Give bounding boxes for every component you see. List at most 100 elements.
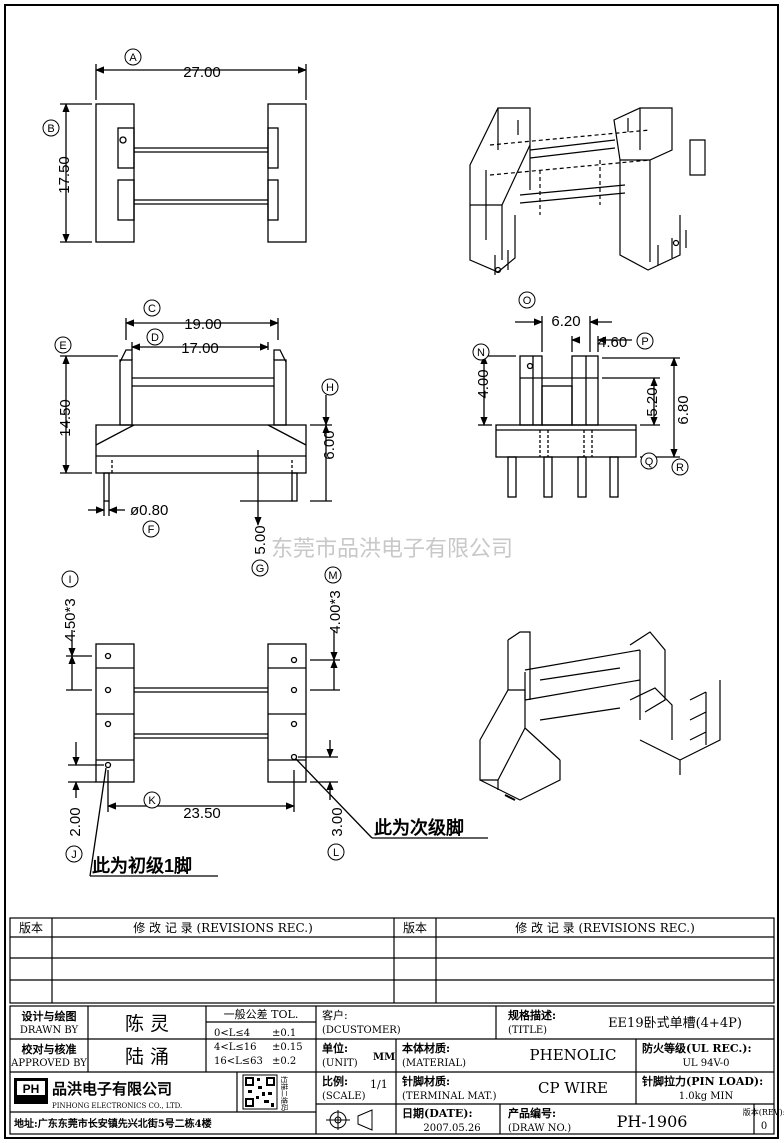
- unit-value: MM: [373, 1052, 395, 1063]
- revisions-table: [9, 917, 775, 1004]
- company-name: 品洪电子有限公司: [52, 1080, 172, 1098]
- dim-height-label: 17.50: [56, 156, 73, 194]
- rev-header-records: 修 改 记 录 (REVISIONS REC.): [133, 920, 313, 935]
- balloon-g: G: [251, 559, 269, 577]
- balloon-h: H: [321, 378, 339, 396]
- svg-text:P: P: [641, 336, 648, 348]
- svg-text:R: R: [676, 462, 684, 474]
- front-view: [60, 318, 332, 526]
- tolerance-title: 一般公差 TOL.: [224, 1007, 299, 1021]
- isometric-view-top: [469, 107, 706, 275]
- balloon-f: F: [142, 520, 160, 538]
- spec-value: EE19卧式单槽(4+4P): [608, 1016, 742, 1031]
- terminal-value: CP WIRE: [538, 1079, 608, 1097]
- drawing-frame: [4, 4, 779, 1139]
- rev-header-version-2: 版本: [403, 921, 427, 935]
- material-value: PHENOLIC: [530, 1046, 617, 1064]
- company-logo: PH: [14, 1078, 48, 1104]
- top-view: [60, 64, 307, 243]
- balloon-b: B: [42, 119, 60, 137]
- terminal-label: 针脚材质:: [402, 1074, 450, 1088]
- customer-label-en: (DCUSTOMER): [322, 1025, 401, 1036]
- balloon-l: L: [327, 843, 345, 861]
- company-address: 地址:广东东莞市长安镇先兴北街5号二栋4楼: [14, 1117, 212, 1130]
- projection-symbol: [326, 1109, 373, 1131]
- dim-m-label: 4.00*3: [327, 590, 344, 633]
- balloon-e: E: [54, 336, 72, 354]
- drawno-value: PH-1906: [617, 1112, 688, 1131]
- balloon-k: K: [143, 791, 161, 809]
- side-view: [478, 316, 680, 498]
- designer-label: 设计与绘图: [22, 1009, 77, 1023]
- pinload-label: 针脚拉力(PIN LOAD):: [642, 1074, 763, 1088]
- balloon-m: M: [324, 566, 342, 584]
- dim-c-label: 19.00: [184, 316, 222, 333]
- scale-label: 比例:: [322, 1074, 348, 1088]
- svg-text:H: H: [326, 382, 334, 394]
- qr-caption: 扫描二维码: [280, 1076, 289, 1111]
- customer-label: 客户:: [322, 1008, 348, 1022]
- balloon-q: Q: [640, 452, 658, 470]
- balloon-n: N: [472, 343, 490, 361]
- dim-k-label: 23.50: [183, 805, 221, 822]
- dim-width-label: 27.00: [183, 64, 221, 81]
- svg-text:N: N: [477, 347, 485, 359]
- balloon-p: P: [636, 332, 654, 350]
- svg-text:M: M: [328, 570, 337, 582]
- scale-label-en: (SCALE): [322, 1091, 366, 1102]
- qr-code: [242, 1074, 278, 1110]
- fire-value: UL 94V-0: [682, 1058, 729, 1069]
- isometric-view-bottom: [479, 631, 721, 801]
- balloon-o: O: [518, 291, 536, 309]
- rev-header-version: 版本: [19, 921, 43, 935]
- approver-label-en: APPROVED BY: [10, 1058, 87, 1069]
- dim-j-label: 2.00: [67, 807, 84, 836]
- dim-o-label: 6.20: [551, 313, 580, 330]
- svg-text:PH: PH: [23, 1082, 40, 1096]
- tolerance-range-1: 0<L≤4: [214, 1028, 250, 1039]
- date-value: 2007.05.26: [423, 1123, 480, 1134]
- note-secondary-pin: 此为次级脚: [374, 817, 464, 838]
- dim-h-label: 6.00: [321, 430, 338, 459]
- balloon-d: D: [146, 328, 164, 346]
- approver-name: 陆 涌: [125, 1046, 169, 1068]
- bottom-view: [66, 630, 488, 877]
- svg-text:I: I: [68, 574, 71, 586]
- dim-q-label: 5.20: [644, 387, 661, 416]
- unit-label-en: (UNIT): [322, 1058, 358, 1069]
- rev-label: 版本(REV):: [743, 1107, 784, 1117]
- rev-value: 0: [761, 1121, 767, 1132]
- designer-name: 陈 灵: [125, 1013, 169, 1035]
- balloon-r: R: [671, 458, 689, 476]
- drawno-label-en: (DRAW NO.): [508, 1123, 571, 1134]
- tolerance-range-2: 4<L≤16: [214, 1042, 257, 1053]
- svg-text:G: G: [256, 563, 265, 575]
- material-label: 本体材质:: [402, 1041, 450, 1055]
- svg-text:C: C: [148, 303, 156, 315]
- balloon-a: A: [124, 48, 142, 66]
- dim-e-label: 14.50: [57, 399, 74, 437]
- svg-text:F: F: [148, 524, 155, 536]
- watermark: 东莞市品洪电子有限公司: [271, 536, 513, 561]
- pinload-value: 1.0kg MIN: [679, 1091, 734, 1102]
- date-label: 日期(DATE):: [402, 1106, 473, 1120]
- svg-text:B: B: [47, 123, 54, 135]
- tolerance-value-1: ±0.1: [272, 1028, 296, 1039]
- balloon-j: J: [65, 845, 83, 863]
- spec-label: 规格描述:: [508, 1008, 556, 1022]
- material-label-en: (MATERIAL): [402, 1058, 466, 1069]
- approver-label: 校对与核准: [22, 1042, 77, 1056]
- svg-text:K: K: [148, 795, 156, 807]
- rev-header-records-2: 修 改 记 录 (REVISIONS REC.): [515, 920, 695, 935]
- svg-text:J: J: [71, 849, 77, 861]
- dim-r-label: 6.80: [675, 395, 692, 424]
- dim-d-label: 17.00: [181, 340, 219, 357]
- unit-label: 单位:: [322, 1041, 348, 1055]
- spec-label-en: (TITLE): [508, 1025, 547, 1036]
- dim-i-label: 4.50*3: [62, 598, 79, 641]
- dim-g-label: 5.00: [252, 525, 269, 554]
- tolerance-value-2: ±0.15: [272, 1042, 303, 1053]
- svg-text:A: A: [129, 52, 137, 64]
- fire-label: 防火等级(UL REC.):: [642, 1041, 752, 1055]
- dim-n-label: 4.00: [475, 369, 492, 398]
